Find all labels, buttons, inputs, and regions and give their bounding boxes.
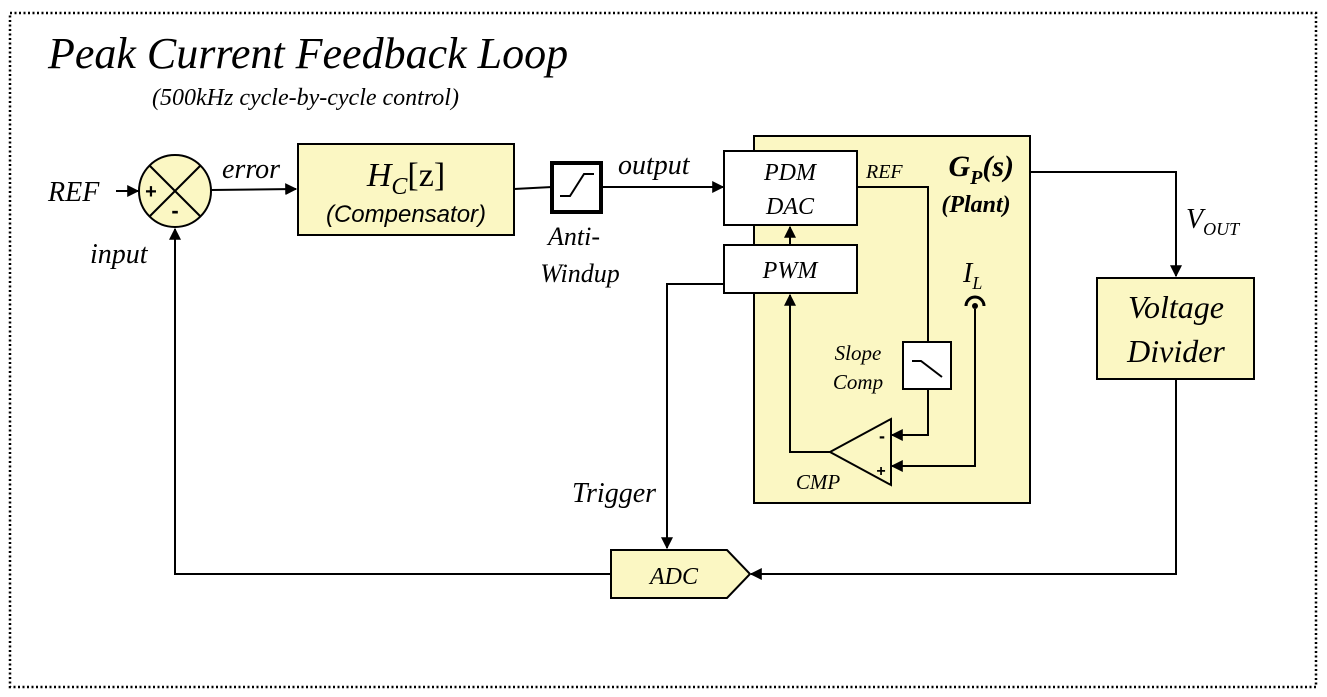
plus-sign: +: [145, 181, 157, 203]
output-label: output: [618, 150, 691, 181]
diagram-subtitle: (500kHz cycle-by-cycle control): [152, 85, 459, 111]
trigger-wire: [661, 283, 724, 550]
adc-label: ADC: [648, 564, 699, 590]
saturation-icon: [560, 173, 594, 197]
anti-windup-label-line1: Anti-: [546, 222, 600, 251]
divider-label-line1: Voltage: [1128, 289, 1224, 325]
pdm-label: PDM: [763, 160, 818, 186]
cmp-label: CMP: [796, 470, 841, 494]
anti-windup-label-line2: Windup: [540, 259, 619, 288]
cmp-to-pwm-wire: [784, 293, 830, 453]
voltage-divider-block: Voltage Divider: [1096, 277, 1255, 380]
il-label: IL: [962, 258, 982, 293]
slope-to-cmp-minus-wire: [890, 389, 929, 441]
trigger-label: Trigger: [572, 478, 656, 509]
pwm-label: PWM: [762, 258, 820, 284]
comp-to-antiwindup-line: [513, 186, 553, 190]
slope-label-line1: Slope: [835, 341, 882, 365]
plant-ref-label: REF: [865, 161, 903, 183]
plant-caption: (Plant): [941, 192, 1010, 218]
comparator: - +: [827, 417, 892, 487]
vout-label: VOUT: [1186, 204, 1241, 239]
ref-to-slope-wire: [857, 186, 929, 342]
input-feedback-label: input: [90, 239, 149, 270]
error-label: error: [222, 154, 280, 185]
error-arrow: [210, 183, 298, 196]
current-sense-icon: [964, 295, 986, 307]
divider-label-line2: Divider: [1126, 333, 1225, 369]
il-to-cmp-plus-wire: [890, 309, 976, 472]
divider-to-adc-wire: [749, 379, 1177, 580]
anti-windup-block: [550, 161, 603, 214]
cmp-plus-sign: +: [876, 463, 885, 480]
minus-sign: -: [171, 198, 178, 223]
cmp-minus-sign: -: [879, 426, 885, 446]
vout-wire: [1030, 171, 1182, 278]
pwm-block: PWM: [723, 244, 858, 294]
diagram-title: Peak Current Feedback Loop: [47, 29, 568, 78]
compensator-block: HC[z] (Compensator): [297, 143, 515, 236]
adc-block: ADC: [610, 549, 752, 599]
summing-junction: + -: [138, 154, 212, 228]
dac-label: DAC: [765, 194, 815, 220]
slope-ramp-icon: [912, 360, 943, 378]
ref-input-label: REF: [47, 177, 100, 208]
feedback-wire: [169, 227, 611, 575]
pdm-dac-block: PDM DAC: [723, 150, 858, 226]
plant-title: GP(s): [948, 150, 1014, 189]
slope-label-line2: Comp: [833, 370, 883, 394]
compensator-caption: (Compensator): [326, 201, 486, 228]
compensator-transfer-function: HC[z]: [366, 157, 445, 200]
diagram-frame: [8, 11, 1318, 689]
